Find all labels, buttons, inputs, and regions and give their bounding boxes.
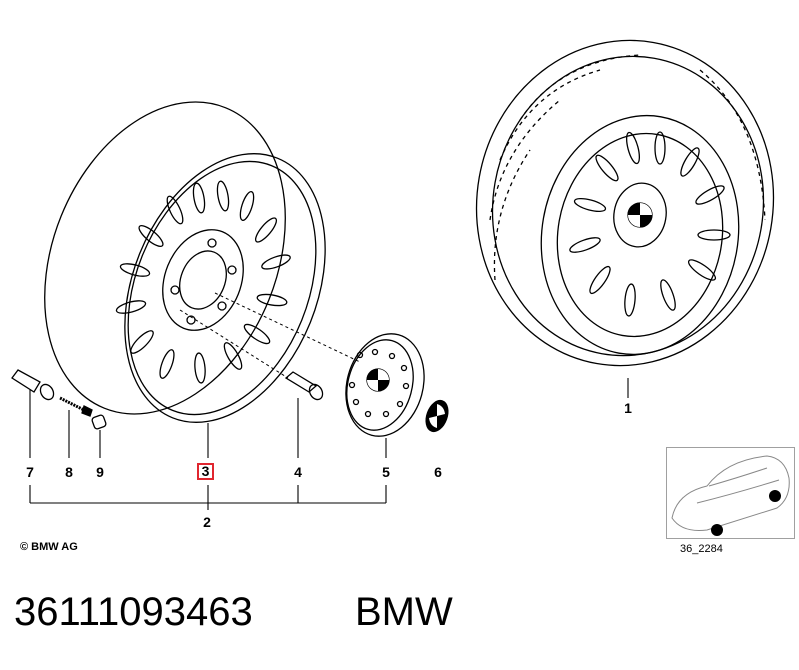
callout-2[interactable]: 2 [203, 514, 211, 530]
emblem-drawing [425, 399, 449, 433]
car-silhouette-icon [671, 455, 790, 536]
callout-6[interactable]: 6 [434, 464, 442, 480]
valve-parts-drawing [11, 369, 107, 430]
callout-3-selected[interactable]: 3 [197, 463, 214, 480]
callout-1[interactable]: 1 [624, 400, 632, 416]
part-number: 36111093463 [14, 590, 253, 634]
inset-code: 36_2284 [680, 543, 723, 555]
brand-name: BMW [355, 590, 453, 634]
wheel-tyre-drawing [475, 39, 775, 367]
hub-cap-drawing [345, 333, 425, 437]
callout-7[interactable]: 7 [26, 464, 34, 480]
callout-5[interactable]: 5 [382, 464, 390, 480]
callout-4[interactable]: 4 [294, 464, 302, 480]
callout-9[interactable]: 9 [96, 464, 104, 480]
car-location-inset [666, 447, 795, 539]
callout-8[interactable]: 8 [65, 464, 73, 480]
copyright-notice: © BMW AG [20, 541, 78, 553]
rim-drawing [44, 101, 326, 423]
bolt-drawing [284, 371, 324, 401]
